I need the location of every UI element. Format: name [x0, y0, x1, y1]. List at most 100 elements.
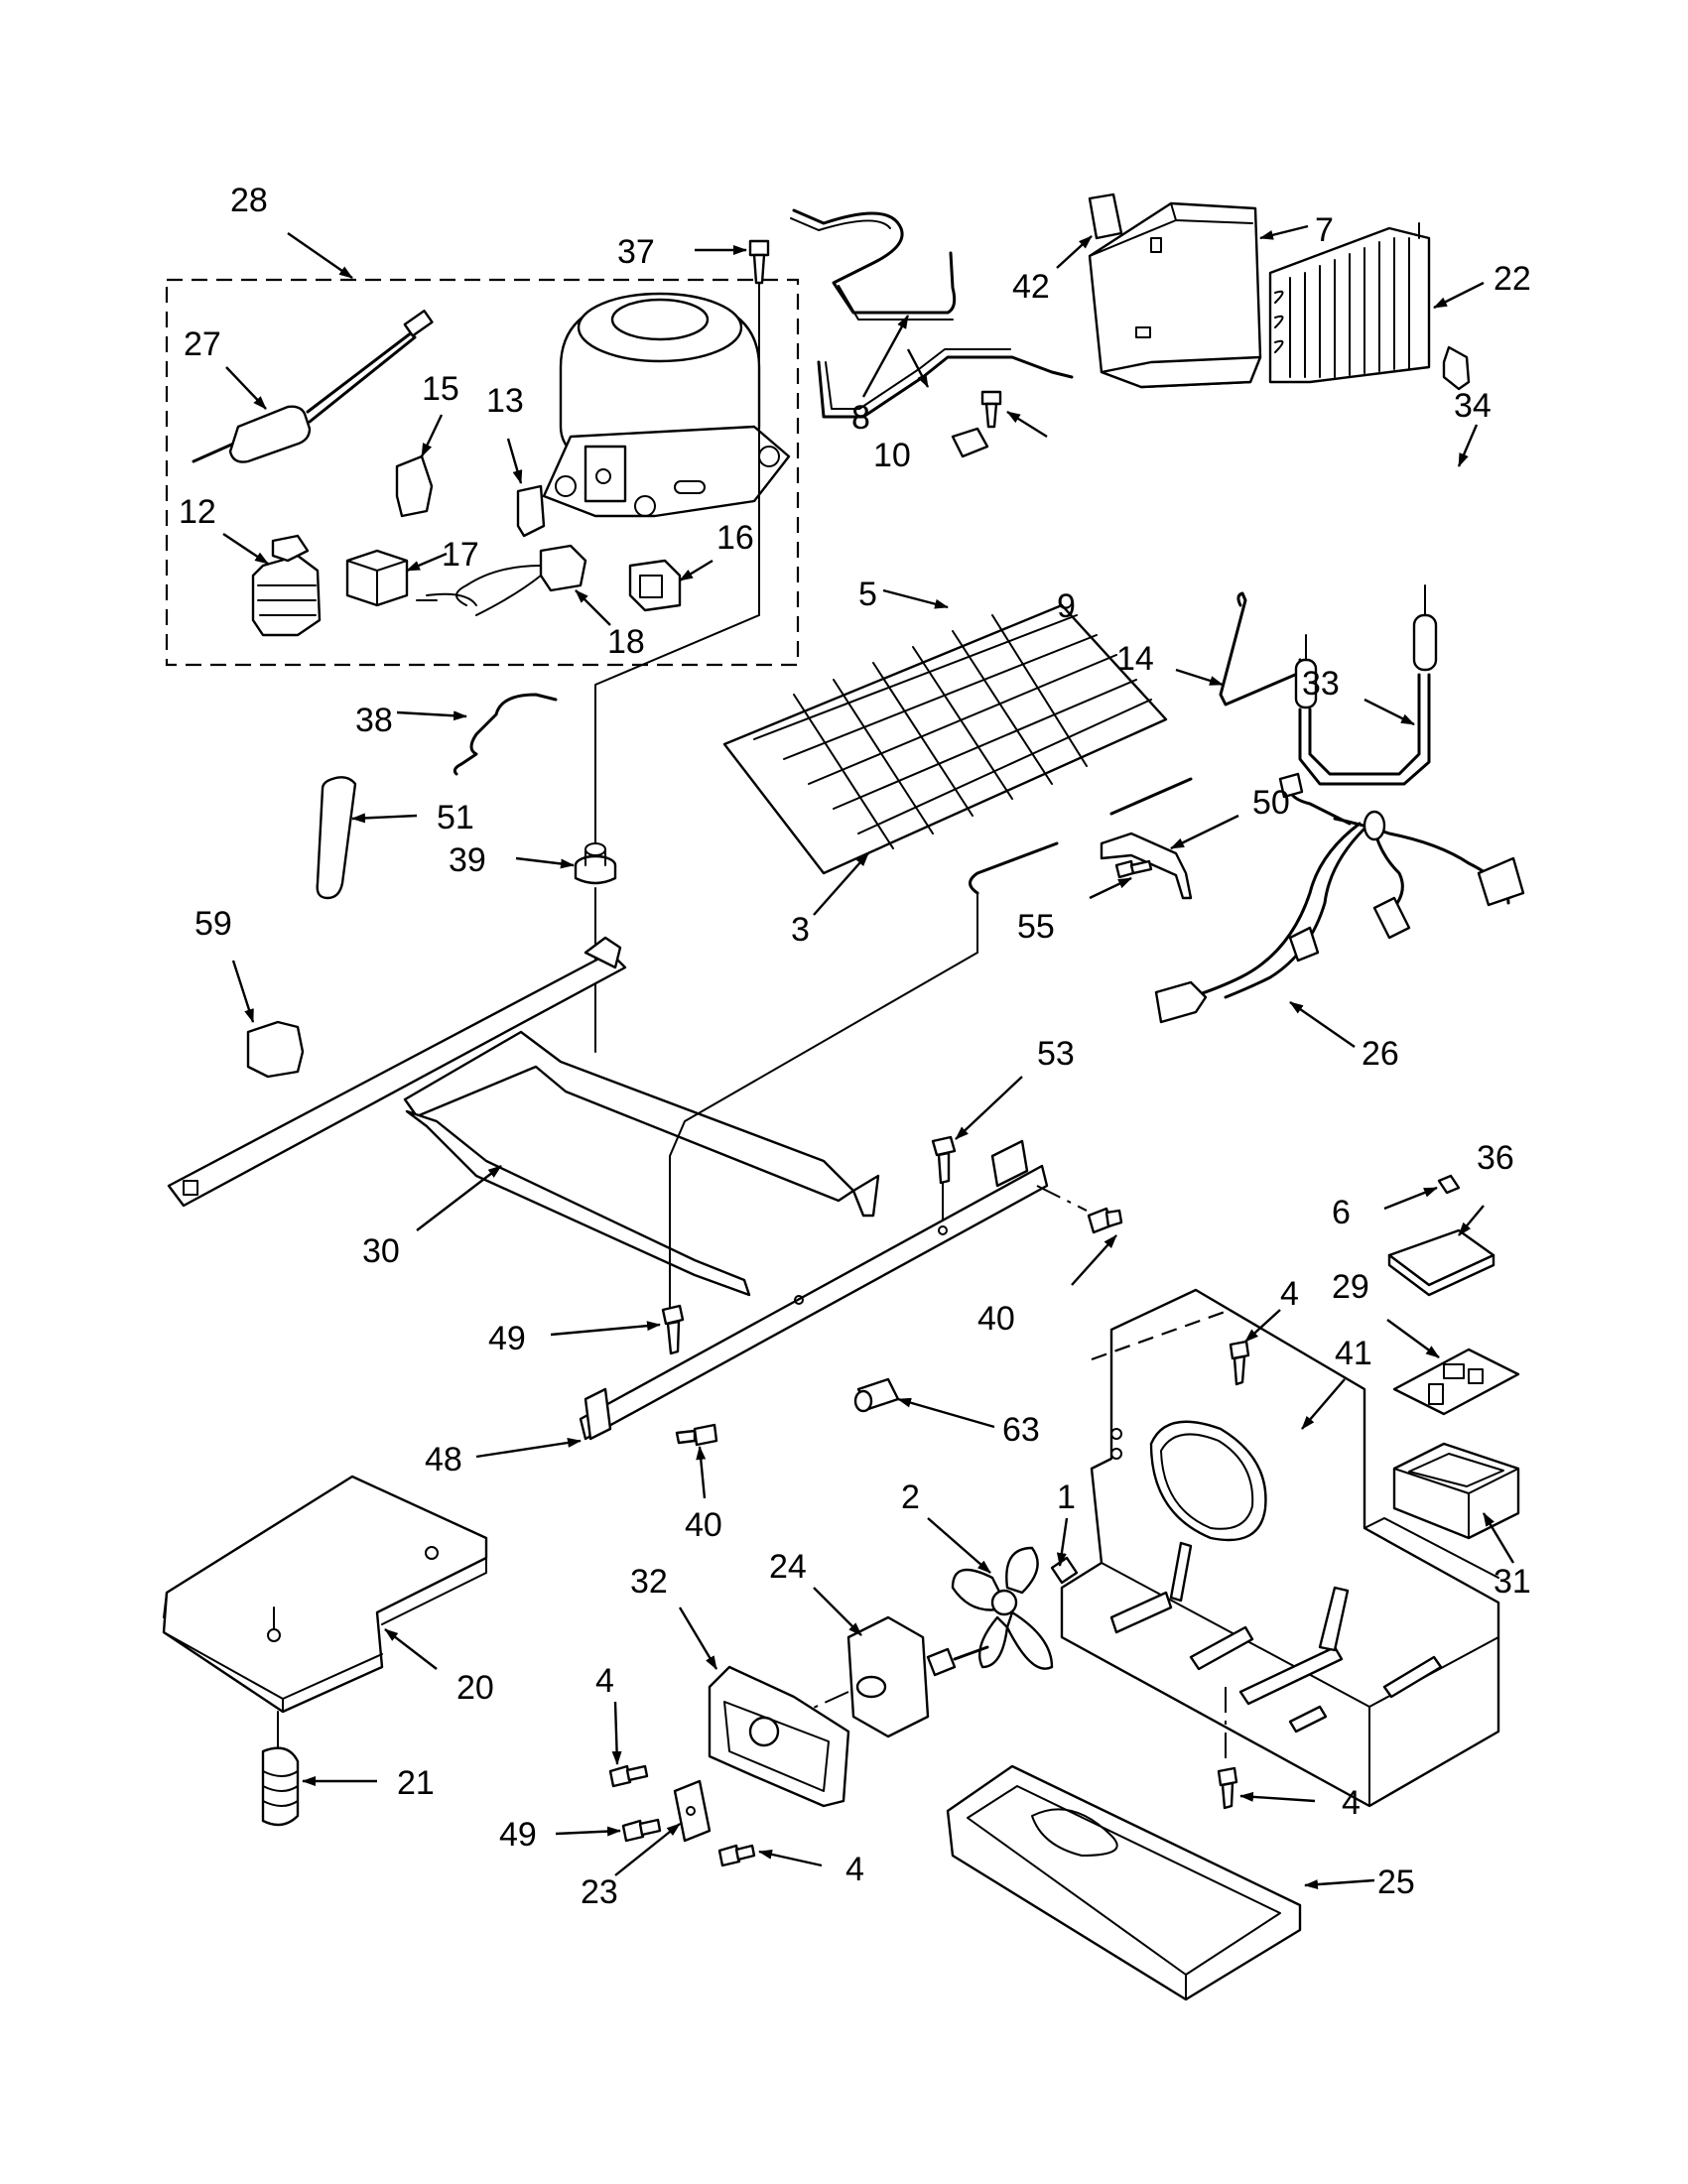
- callout-40-upper: 40: [977, 1300, 1015, 1338]
- callout-12: 12: [179, 493, 216, 531]
- part-59-clip: [246, 1020, 305, 1079]
- callout-27: 27: [184, 325, 221, 363]
- arrow-25: [1304, 1878, 1375, 1890]
- arrow-27: [225, 366, 267, 410]
- part-6-clip: [1437, 1174, 1461, 1195]
- arrow-40-upper: [1071, 1234, 1117, 1286]
- part-30-bracket-line: [669, 892, 978, 1316]
- part-3-evaporator: [722, 603, 1193, 895]
- callout-50: 50: [1252, 784, 1290, 822]
- arrow-2: [927, 1517, 991, 1574]
- arrow-7: [1259, 224, 1309, 240]
- part-17-relay: [345, 549, 409, 607]
- callout-30: 30: [362, 1232, 400, 1270]
- arrow-42: [1056, 235, 1093, 269]
- callout-55: 55: [1017, 908, 1055, 946]
- callout-59: 59: [195, 905, 232, 943]
- callout-63: 63: [1002, 1411, 1040, 1449]
- callout-22: 22: [1493, 260, 1531, 298]
- arrow-22: [1433, 281, 1485, 310]
- arrow-18: [575, 589, 611, 626]
- callout-7: 7: [1315, 211, 1334, 249]
- part-29-board: [1392, 1348, 1520, 1416]
- arrow-20: [384, 1628, 438, 1670]
- callout-38: 38: [355, 702, 393, 739]
- part-27-drier: [192, 310, 434, 463]
- arrow-28: [287, 232, 353, 279]
- arrow-17: [406, 552, 448, 573]
- arrow-31: [1482, 1512, 1515, 1564]
- part-23-plate: [673, 1779, 712, 1843]
- arrow-41: [1301, 1378, 1346, 1430]
- part-8-tube-inner: [790, 217, 954, 321]
- callout-51: 51: [437, 799, 474, 836]
- arrow-24: [813, 1587, 862, 1636]
- part-24-fan-motor: [846, 1615, 989, 1738]
- part-10-tube-inner: [825, 348, 1011, 410]
- callout-4-left: 4: [595, 1662, 614, 1700]
- part-32-bracket: [708, 1665, 850, 1808]
- part-4-screw-bottom-mid: [717, 1844, 756, 1867]
- part-34-clip: [1442, 345, 1471, 391]
- part-9-screw: [980, 390, 1002, 429]
- callout-1: 1: [1057, 1478, 1076, 1516]
- part-39-grommet: [574, 842, 617, 885]
- part-31-box: [1392, 1442, 1520, 1540]
- callout-39: 39: [449, 841, 486, 879]
- arrow-38: [396, 710, 467, 721]
- part-22-coil: [1268, 222, 1431, 384]
- arrow-4-bottom-right: [1239, 1791, 1316, 1803]
- arrow-30: [416, 1165, 502, 1231]
- callout-5: 5: [858, 576, 877, 613]
- callout-14: 14: [1116, 640, 1154, 678]
- part-36-cover: [1387, 1228, 1495, 1297]
- part-13-clip: [516, 484, 546, 538]
- arrow-48: [475, 1438, 582, 1459]
- callout-34: 34: [1454, 387, 1492, 425]
- arrow-34: [1457, 424, 1479, 467]
- callout-32: 32: [630, 1563, 668, 1601]
- arrow-4-top: [1244, 1309, 1281, 1343]
- part-15-clip: [395, 454, 434, 518]
- arrow-12: [222, 533, 269, 565]
- arrow-13: [506, 438, 523, 484]
- leader-28-to-39: [594, 614, 760, 844]
- part-21-grommet: [261, 1746, 300, 1827]
- callout-15: 15: [422, 370, 459, 408]
- callout-13: 13: [486, 382, 524, 420]
- part-49-screw-upper: [661, 1304, 685, 1355]
- callout-2: 2: [901, 1478, 920, 1516]
- part-4-screw-bottom-right: [1217, 1766, 1238, 1810]
- part-51-tube: [316, 776, 357, 900]
- callout-6: 6: [1332, 1194, 1351, 1231]
- callout-26: 26: [1362, 1035, 1399, 1073]
- arrow-9: [1006, 410, 1048, 439]
- part-30-frame: [167, 936, 880, 1297]
- callout-48: 48: [425, 1441, 462, 1478]
- arrow-59: [231, 960, 255, 1023]
- arrow-1: [1056, 1517, 1069, 1567]
- callout-9: 9: [1057, 587, 1076, 625]
- callout-53: 53: [1037, 1035, 1075, 1073]
- part-5-clip: [951, 427, 989, 458]
- callout-16: 16: [716, 519, 754, 557]
- part-40-screw-upper: [1087, 1207, 1123, 1234]
- callout-17: 17: [442, 536, 479, 574]
- arrow-49-upper: [550, 1321, 661, 1337]
- callout-4-bottom-right: 4: [1342, 1784, 1361, 1822]
- part-50-bracket: [1100, 832, 1193, 900]
- callout-37: 37: [617, 233, 655, 271]
- callout-33: 33: [1302, 665, 1340, 703]
- arrow-39: [515, 856, 575, 869]
- arrow-40-lower: [696, 1446, 707, 1499]
- arrow-23: [614, 1823, 681, 1876]
- arrow-50: [1170, 814, 1239, 850]
- compressor-drawing: [542, 292, 791, 518]
- arrow-36: [1458, 1205, 1485, 1236]
- arrow-5: [882, 588, 949, 609]
- part-33-tube: [1294, 584, 1438, 786]
- part-16-terminal-cover: [628, 559, 682, 612]
- arrow-3: [813, 852, 869, 916]
- callout-4-bottom-mid: 4: [845, 1851, 864, 1888]
- part-10-tube: [817, 355, 1074, 419]
